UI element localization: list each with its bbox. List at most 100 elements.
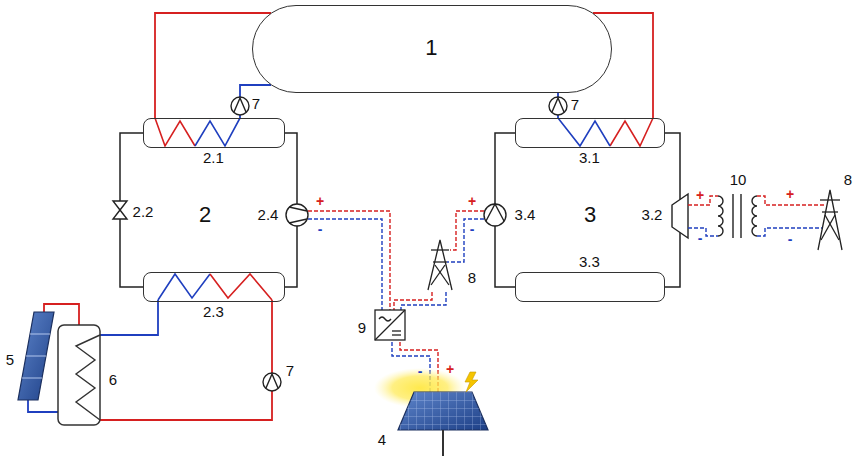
solar-collector	[18, 312, 54, 400]
circulation-pump	[234, 98, 246, 112]
power-pylon	[818, 190, 842, 250]
circuit-number: 2	[199, 203, 211, 227]
callout-number: 1	[425, 36, 437, 60]
pipe	[28, 400, 58, 412]
transformer	[718, 196, 723, 236]
callout-number: 7	[571, 97, 579, 114]
power-pylon	[435, 265, 449, 285]
polarity-sign: -	[318, 222, 323, 237]
inverter	[392, 334, 401, 335]
expansion-valve	[113, 201, 127, 219]
transformer	[718, 194, 757, 238]
polarity-sign: -	[470, 222, 475, 237]
storage-tank	[76, 335, 100, 420]
pv-panel	[374, 368, 488, 456]
power-pylon	[821, 215, 835, 240]
circulation-pump	[231, 97, 567, 391]
exchanger-coil	[558, 118, 610, 146]
pv-panel	[442, 430, 444, 456]
exchanger-coil	[610, 118, 653, 146]
heat-exchanger: 2.1	[143, 118, 285, 148]
polarity-sign: +	[446, 362, 454, 377]
callout-number: 4	[378, 432, 386, 449]
transformer	[752, 196, 757, 236]
callout-number: 9	[358, 320, 366, 337]
inverter	[375, 310, 405, 340]
callout-number: 5	[6, 352, 14, 369]
callout-number: 10	[730, 172, 747, 189]
exchanger-coil	[195, 118, 240, 146]
solar-collector	[30, 334, 50, 335]
circuit-number: 3	[584, 203, 596, 227]
exchanger-coil	[158, 274, 210, 300]
power-pylon	[428, 240, 452, 290]
callout-number: 7	[286, 363, 294, 380]
compressor	[286, 204, 308, 226]
expansion-valve	[113, 210, 127, 219]
polarity-sign: -	[788, 232, 793, 247]
feed-pump	[484, 204, 506, 226]
compressor	[289, 219, 307, 223]
pv-panel	[398, 392, 488, 430]
electric-wire	[450, 211, 484, 250]
condenser: 3.3	[515, 272, 665, 302]
electric-wire	[688, 228, 718, 236]
pv-panel	[465, 372, 478, 392]
power-pylon	[820, 199, 840, 200]
pipe	[100, 300, 158, 335]
pv-panel	[398, 392, 488, 430]
electric-wire	[447, 219, 484, 262]
circulation-pump	[266, 374, 278, 388]
callout-number: 8	[468, 270, 476, 287]
inverter	[375, 310, 405, 340]
part-number: 3.2	[642, 207, 663, 224]
circulation-pump	[552, 98, 564, 112]
electric-wire	[308, 211, 390, 310]
storage-tank	[58, 325, 100, 425]
transformer	[732, 194, 733, 238]
compressor	[286, 204, 308, 226]
circulation-pump	[549, 97, 567, 115]
power-pylon	[428, 190, 842, 290]
polarity-sign: +	[696, 188, 704, 203]
expansion-valve	[113, 201, 127, 210]
feed-pump	[486, 204, 504, 221]
polarity-sign: +	[316, 194, 324, 209]
callout-number: 8	[844, 172, 852, 189]
electric-wire	[308, 196, 826, 392]
power-pylon	[431, 265, 445, 285]
polarity-sign: +	[468, 194, 476, 209]
power-pylon	[822, 211, 838, 212]
transformer	[740, 194, 741, 238]
exchanger-coil	[210, 274, 272, 300]
electric-wire	[401, 292, 446, 310]
polarity-sign: +	[786, 187, 794, 202]
electric-wire	[308, 219, 382, 310]
inverter	[375, 310, 405, 340]
circulation-pump	[231, 97, 249, 115]
power-pylon	[431, 249, 449, 250]
circulation-pump	[263, 373, 281, 391]
inverter	[392, 330, 401, 331]
expander	[672, 194, 688, 238]
callout-number: 7	[252, 96, 260, 113]
solar-collector	[18, 312, 54, 400]
part-number: 2.1	[203, 150, 224, 167]
compressor	[289, 207, 307, 211]
solar-collector	[26, 356, 46, 357]
solar-collector	[22, 378, 42, 379]
storage-tank	[58, 325, 100, 425]
part-number: 2.4	[258, 207, 279, 224]
power-pylon	[825, 215, 839, 240]
part-number: 3.3	[579, 254, 600, 271]
power-pylon	[433, 261, 447, 262]
inverter	[379, 317, 391, 321]
part-number: 3.4	[515, 207, 536, 224]
part-number: 2.2	[133, 204, 154, 221]
callout-number: 6	[109, 372, 117, 389]
polarity-sign: -	[418, 364, 423, 379]
expander	[672, 194, 688, 238]
feed-pump	[484, 204, 506, 226]
